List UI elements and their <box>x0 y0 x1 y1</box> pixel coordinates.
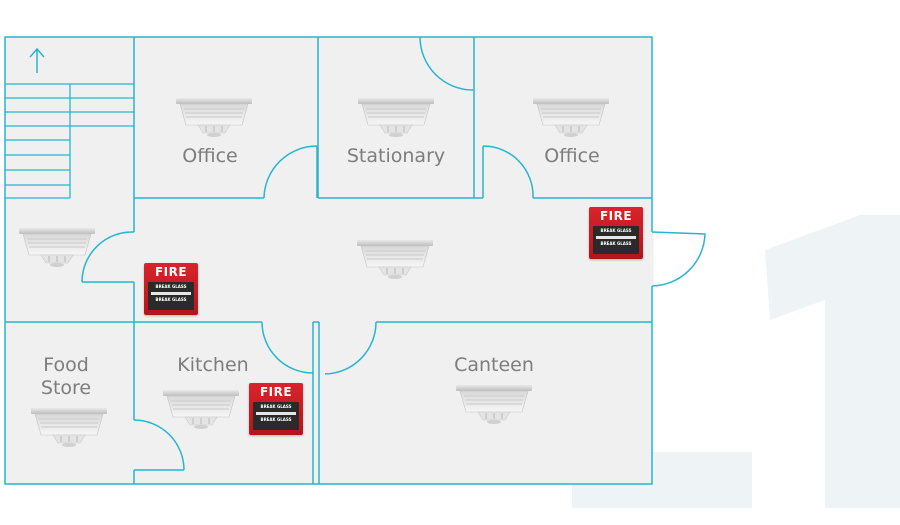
up-arrow-icon <box>29 47 45 73</box>
break-glass-text: BREAK GLASS <box>260 404 292 409</box>
glass-bar <box>256 412 296 415</box>
room-label-office-right: Office <box>544 145 600 167</box>
glass-bar <box>151 292 191 295</box>
walls <box>4 36 654 485</box>
door-swings <box>81 36 706 471</box>
fire-label: FIRE <box>154 265 188 279</box>
break-glass-panel: BREAK GLASS BREAK GLASS <box>253 402 299 430</box>
break-glass-text: BREAK GLASS <box>600 228 632 233</box>
break-glass-text: BREAK GLASS <box>600 241 632 246</box>
fire-alarm-call-point: FIRE BREAK GLASS BREAK GLASS <box>589 207 643 259</box>
fire-label: FIRE <box>599 209 633 223</box>
staircase <box>5 83 134 199</box>
fire-alarm-call-point: FIRE BREAK GLASS BREAK GLASS <box>249 383 303 435</box>
break-glass-text: BREAK GLASS <box>260 417 292 422</box>
fire-label: FIRE <box>259 385 293 399</box>
room-label-canteen: Canteen <box>454 354 534 376</box>
break-glass-panel: BREAK GLASS BREAK GLASS <box>593 226 639 254</box>
break-glass-panel: BREAK GLASS BREAK GLASS <box>148 282 194 310</box>
room-label-stationary: Stationary <box>346 145 446 167</box>
room-label-kitchen: Kitchen <box>177 354 249 376</box>
break-glass-text: BREAK GLASS <box>155 284 187 289</box>
glass-bar <box>596 236 636 239</box>
room-label-food-store: Food Store <box>40 354 92 399</box>
fire-alarm-call-point: FIRE BREAK GLASS BREAK GLASS <box>144 263 198 315</box>
room-label-office-left: Office <box>182 145 238 167</box>
break-glass-text: BREAK GLASS <box>155 297 187 302</box>
